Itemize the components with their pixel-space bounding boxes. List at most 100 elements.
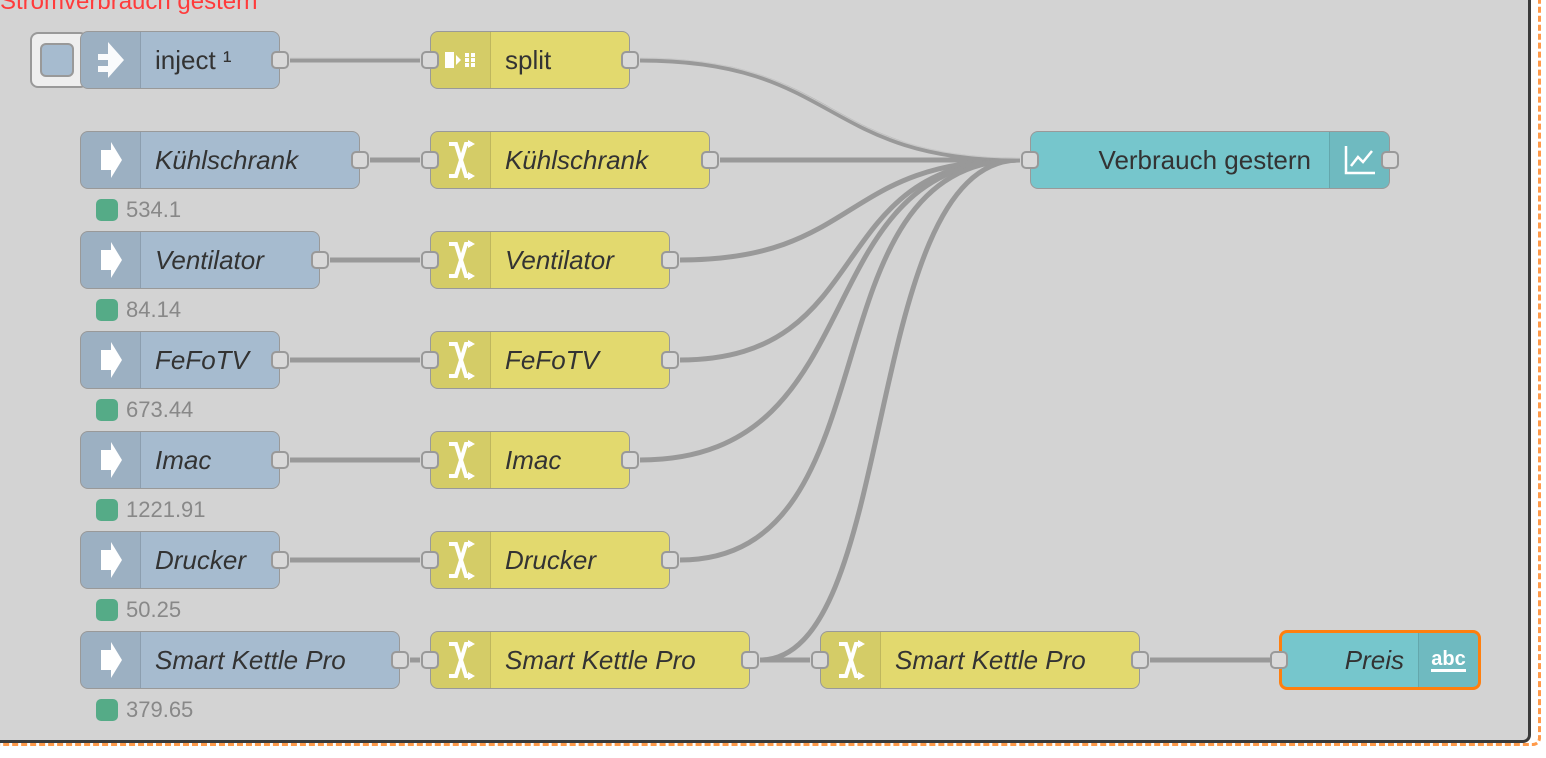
node-status: 84.14	[96, 297, 181, 323]
input-port[interactable]	[811, 651, 829, 669]
device-inject-label: Imac	[155, 444, 212, 475]
shuffle-icon	[431, 332, 491, 388]
output-port[interactable]	[621, 51, 639, 69]
status-value: 50.25	[126, 597, 182, 622]
input-port[interactable]	[421, 551, 439, 569]
device-inject-node[interactable]: Ventilator	[80, 231, 329, 289]
device-change-label: Kühlschrank	[505, 144, 649, 175]
output-port[interactable]	[311, 251, 329, 269]
device-change-node[interactable]: Drucker	[421, 531, 679, 589]
output-port[interactable]	[271, 351, 289, 369]
status-value: 84.14	[126, 297, 182, 322]
device-change-node[interactable]: Ventilator	[421, 231, 679, 289]
inject-trigger-button[interactable]	[30, 32, 88, 88]
chart-line-icon	[1329, 132, 1389, 188]
input-port[interactable]	[421, 451, 439, 469]
node-status: 379.65	[96, 697, 193, 723]
node-status: 1221.91	[96, 497, 206, 523]
shuffle-icon	[431, 432, 491, 488]
shuffle-icon	[431, 132, 491, 188]
output-port[interactable]	[391, 651, 409, 669]
wire-vent-change-chart	[679, 157, 1021, 263]
output-port[interactable]	[1381, 151, 1399, 169]
input-port[interactable]	[421, 351, 439, 369]
status-dot-icon	[96, 499, 118, 521]
device-inject-node[interactable]: Kühlschrank	[80, 131, 369, 189]
split-icon	[431, 32, 491, 88]
device-inject-label: Smart Kettle Pro	[155, 644, 346, 675]
extra-change-label: Smart Kettle Pro	[895, 644, 1086, 675]
shuffle-icon	[821, 632, 881, 688]
output-port[interactable]	[701, 151, 719, 169]
abc-text-icon: abc	[1418, 633, 1478, 687]
input-port[interactable]	[421, 651, 439, 669]
device-change-label: Drucker	[505, 544, 597, 575]
output-port[interactable]	[661, 251, 679, 269]
output-port[interactable]	[741, 651, 759, 669]
output-port[interactable]	[351, 151, 369, 169]
device-change-node[interactable]: Kühlschrank	[421, 131, 719, 189]
device-inject-label: Kühlschrank	[155, 144, 299, 175]
status-value: 1221.91	[126, 497, 206, 522]
device-change-label: FeFoTV	[505, 344, 599, 375]
device-inject-label: Drucker	[155, 544, 247, 575]
inject-node-label: inject ¹	[155, 44, 232, 75]
device-change-label: Smart Kettle Pro	[505, 644, 696, 675]
inject-arrow-icon	[81, 132, 141, 188]
output-port[interactable]	[661, 551, 679, 569]
device-inject-node[interactable]: FeFoTV	[80, 331, 289, 389]
text-node-label: Preis	[1344, 644, 1404, 675]
output-port[interactable]	[271, 551, 289, 569]
device-inject-label: FeFoTV	[155, 344, 249, 375]
inject-node[interactable]: inject ¹	[80, 31, 289, 89]
device-change-node[interactable]: Imac	[421, 431, 639, 489]
inject-arrow-icon	[81, 32, 141, 88]
input-port[interactable]	[421, 251, 439, 269]
status-value: 673.44	[126, 397, 194, 422]
inject-arrow-icon	[81, 332, 141, 388]
device-change-label: Imac	[505, 444, 562, 475]
output-port[interactable]	[271, 51, 289, 69]
input-port[interactable]	[421, 151, 439, 169]
output-port[interactable]	[271, 451, 289, 469]
wire-fefo-change-chart	[679, 157, 1021, 363]
status-dot-icon	[96, 699, 118, 721]
extra-change-node[interactable]: Smart Kettle Pro	[811, 631, 1149, 689]
inject-arrow-icon	[81, 232, 141, 288]
output-port[interactable]	[621, 451, 639, 469]
status-dot-icon	[96, 399, 118, 421]
split-node[interactable]: split	[421, 31, 639, 89]
node-status: 50.25	[96, 597, 181, 623]
status-dot-icon	[96, 599, 118, 621]
status-value: 534.1	[126, 197, 182, 222]
shuffle-icon	[431, 532, 491, 588]
group-label: Stromverbrauch gestern	[0, 0, 258, 15]
output-port[interactable]	[1131, 651, 1149, 669]
node-status: 534.1	[96, 197, 181, 223]
node-status: 673.44	[96, 397, 193, 423]
device-inject-node[interactable]: Imac	[80, 431, 289, 489]
device-inject-node[interactable]: Smart Kettle Pro	[80, 631, 409, 689]
chart-node[interactable]: Verbrauch gestern	[1021, 131, 1399, 189]
wire-split-chart	[639, 57, 1021, 163]
split-node-label: split	[505, 44, 552, 75]
input-port[interactable]	[1021, 151, 1039, 169]
device-change-node[interactable]: Smart Kettle Pro	[421, 631, 759, 689]
shuffle-icon	[431, 632, 491, 688]
input-port[interactable]	[1270, 651, 1288, 669]
device-change-node[interactable]: FeFoTV	[421, 331, 679, 389]
device-inject-node[interactable]: Drucker	[80, 531, 289, 589]
output-port[interactable]	[661, 351, 679, 369]
wire-imac-change-chart	[639, 157, 1021, 463]
input-port[interactable]	[421, 51, 439, 69]
status-dot-icon	[96, 199, 118, 221]
inject-arrow-icon	[81, 432, 141, 488]
inject-arrow-icon	[81, 632, 141, 688]
wire-kettle-change-chart	[759, 157, 1021, 663]
status-value: 379.65	[126, 697, 194, 722]
text-node-preis[interactable]: Preis abc	[1270, 630, 1481, 690]
chart-node-label: Verbrauch gestern	[1098, 144, 1311, 175]
shuffle-icon	[431, 232, 491, 288]
